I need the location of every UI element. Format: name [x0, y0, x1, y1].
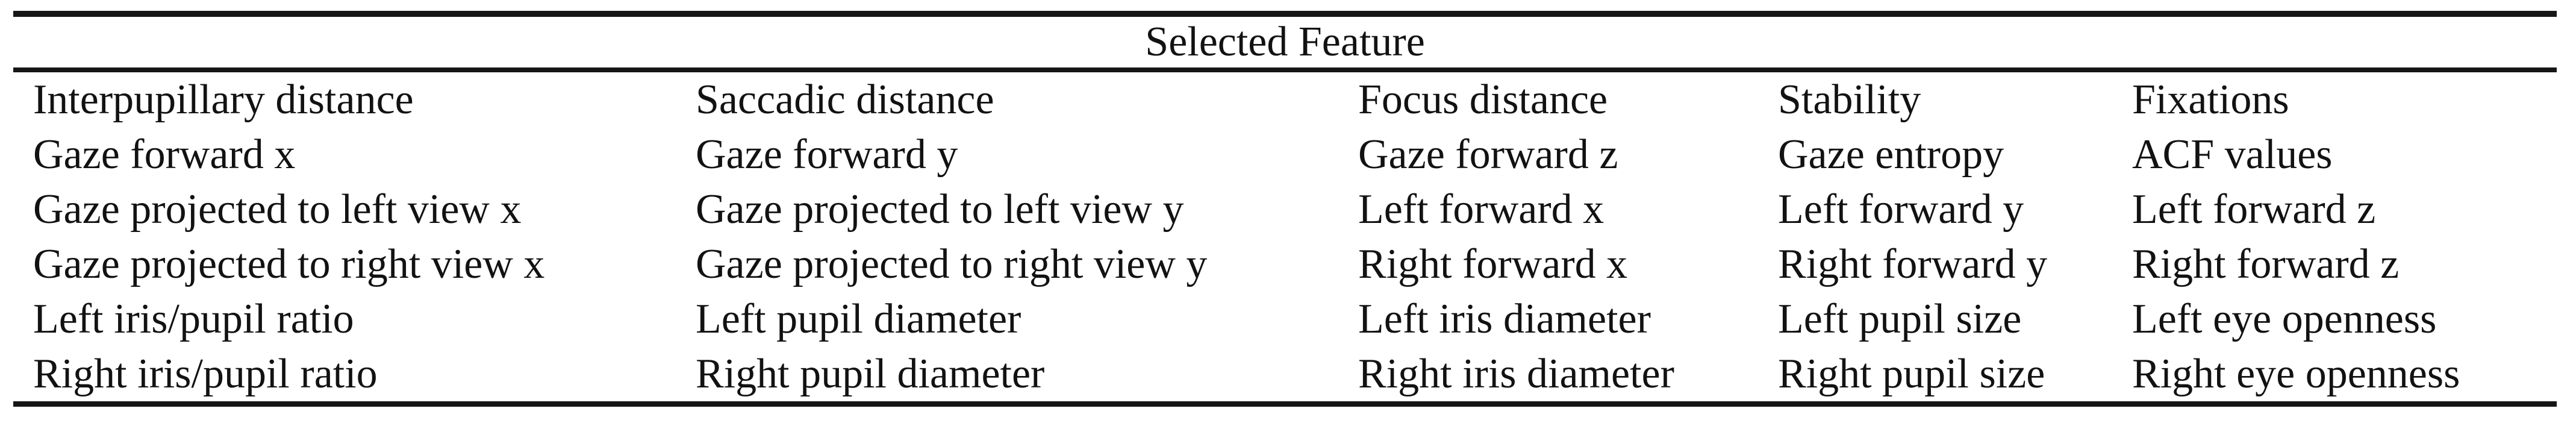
table-row: Interpupillary distance Saccadic distanc… [13, 70, 2557, 127]
table-cell: Fixations [2132, 76, 2289, 123]
table-cell: Stability [1778, 76, 1921, 123]
table-header-row: Selected Feature [13, 14, 2557, 70]
table-cell: Right forward y [1778, 240, 2048, 287]
table-cell: Right forward z [2132, 240, 2400, 287]
table-cell: Left iris/pupil ratio [33, 295, 354, 342]
table-cell: Left pupil diameter [696, 295, 1021, 342]
table-cell: Gaze projected to left view x [33, 186, 522, 233]
table-cell: Left forward x [1358, 186, 1605, 233]
table-cell: Gaze forward z [1358, 131, 1618, 178]
table-cell: Gaze projected to right view x [33, 240, 545, 287]
table-cell: Left iris diameter [1358, 295, 1651, 342]
table-cell: Left pupil size [1778, 295, 2022, 342]
table-row: Gaze projected to left view x Gaze proje… [13, 182, 2557, 237]
table-cell: Right pupil size [1778, 350, 2045, 397]
table-header: Selected Feature [1145, 19, 1425, 65]
table-cell: Gaze forward x [33, 131, 296, 178]
table-cell: Right pupil diameter [696, 350, 1045, 397]
table-cell: Left eye openness [2132, 295, 2437, 342]
table-cell: Gaze forward y [696, 131, 958, 178]
table-cell: Right forward x [1358, 240, 1628, 287]
table-row: Left iris/pupil ratio Left pupil diamete… [13, 292, 2557, 346]
table-cell: Right iris diameter [1358, 350, 1674, 397]
table-row: Right iris/pupil ratio Right pupil diame… [13, 346, 2557, 404]
table-cell: Right eye openness [2132, 350, 2460, 397]
table-cell: ACF values [2132, 131, 2333, 178]
table-cell: Left forward y [1778, 186, 2024, 233]
table-cell: Saccadic distance [696, 76, 994, 123]
table-cell: Interpupillary distance [33, 76, 414, 123]
table-cell: Gaze projected to right view y [696, 240, 1208, 287]
table-cell: Focus distance [1358, 76, 1608, 123]
selected-feature-table: Selected Feature Interpupillary distance… [13, 11, 2557, 407]
table-cell: Gaze projected to left view y [696, 186, 1184, 233]
table-cell: Right iris/pupil ratio [33, 350, 378, 397]
table-cell: Gaze entropy [1778, 131, 2004, 178]
table-row: Gaze projected to right view x Gaze proj… [13, 237, 2557, 292]
table-cell: Left forward z [2132, 186, 2376, 233]
table-row: Gaze forward x Gaze forward y Gaze forwa… [13, 127, 2557, 182]
